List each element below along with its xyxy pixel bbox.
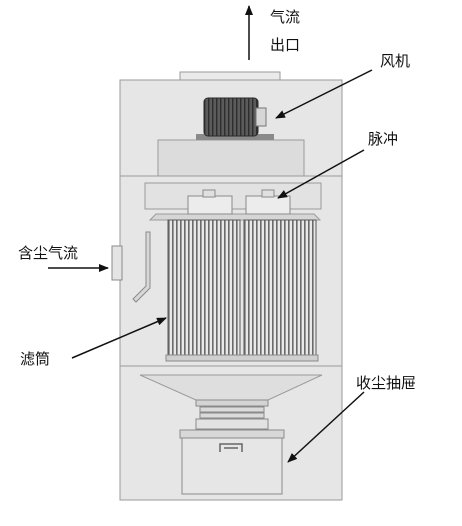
label-filter: 滤筒 [20, 350, 50, 368]
drawer-neck-1 [195, 399, 269, 407]
fan-arrow [275, 69, 373, 119]
fan-plinth [157, 139, 305, 177]
filter-bottom-band [165, 354, 319, 362]
filter-cartridge-right [243, 219, 317, 359]
pulse-arrow [277, 149, 365, 199]
motor-body [203, 97, 259, 137]
pulse-header [144, 182, 322, 210]
fan-motor [196, 97, 274, 140]
labels: 气流 出口 风机 脉冲 含尘气流 滤筒 收尘抽屉 [18, 8, 416, 392]
drawer-handle [219, 443, 243, 452]
drawer-neck-4 [195, 418, 269, 430]
motor-foot [196, 134, 274, 140]
filter-arrow [71, 317, 167, 359]
label-outlet-line1: 气流 [270, 8, 300, 26]
inlet-baffle [132, 231, 151, 303]
label-inlet: 含尘气流 [18, 244, 78, 262]
motor-endcap [255, 107, 267, 127]
drawer-lid [179, 429, 285, 439]
pulse-valve-left-top [202, 189, 216, 198]
drawer-box [181, 437, 283, 495]
pulse-valve-left [187, 195, 233, 215]
drawer-neck-3 [199, 412, 265, 419]
filter-cartridge-left [167, 219, 241, 359]
dust-drawer [179, 399, 285, 495]
drawer-arrow [287, 391, 365, 463]
label-pulse: 脉冲 [368, 130, 398, 148]
label-outlet-line2: 出口 [270, 36, 300, 54]
top-cap [179, 71, 281, 81]
pulse-valves [187, 189, 291, 215]
inlet-port [111, 245, 123, 281]
label-drawer: 收尘抽屉 [356, 374, 416, 392]
pulse-valve-right [245, 195, 291, 215]
drawer-neck-2 [199, 406, 265, 413]
pulse-valve-right-top [261, 189, 275, 198]
tube-sheet [148, 213, 322, 221]
filter-cartridges [165, 219, 319, 362]
label-fan: 风机 [380, 52, 410, 70]
arrows [48, 5, 373, 463]
